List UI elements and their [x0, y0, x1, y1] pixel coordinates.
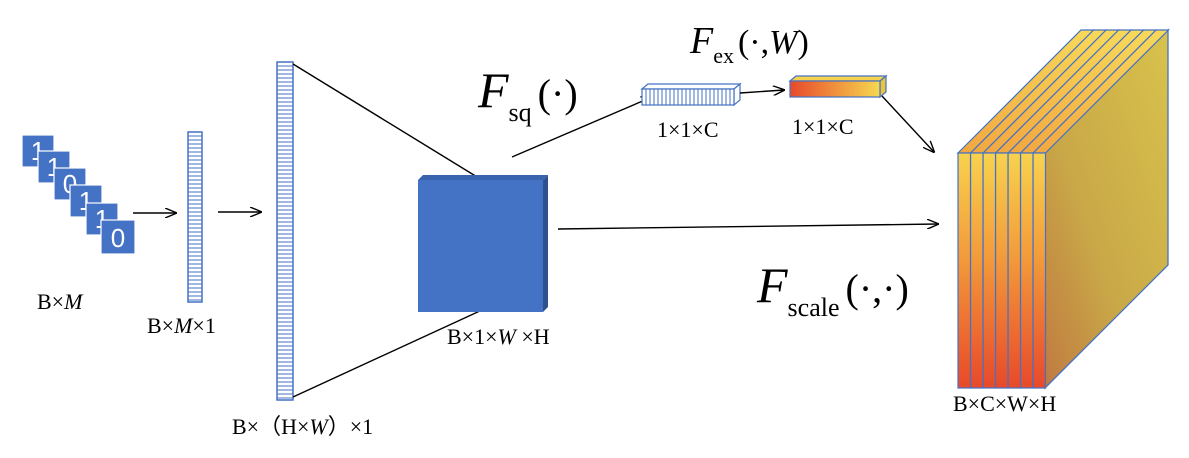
- arrow-excitation: [739, 90, 784, 93]
- reshape-vector-label: B×（H×W）×1: [232, 414, 373, 439]
- output-slice: [982, 152, 997, 389]
- reshape-vector: [276, 61, 294, 401]
- output-slice: [969, 152, 984, 389]
- squeeze-function-label: Fsq(·): [477, 62, 578, 127]
- input-bit: 0: [111, 223, 125, 253]
- input-tile-stack: 1 1 0 1 1 0: [21, 134, 136, 255]
- scale-function-label: Fscale(·,·): [756, 257, 909, 322]
- input-tile: 1: [69, 184, 103, 218]
- embedding-vector: [187, 131, 203, 303]
- embedding-vector-label: B×M×1: [147, 313, 216, 338]
- output-label: B×C×W×H: [953, 391, 1056, 416]
- arrow-squeeze: [511, 97, 652, 158]
- output-slice: [1019, 152, 1034, 389]
- output-slice: [994, 152, 1009, 389]
- output-feature-stack: [956, 28, 1170, 390]
- output-slice: [1032, 152, 1047, 389]
- reshape-line-top: [292, 63, 483, 181]
- output-slice: [1007, 152, 1022, 389]
- output-slice: [957, 152, 972, 389]
- reshape-line-bottom: [292, 309, 483, 398]
- input-tile: 0: [100, 219, 136, 255]
- excitation-vector: [788, 74, 888, 99]
- arrow-excitation-to-output: [881, 95, 934, 152]
- feature-map-label: B×1×W ×H: [447, 324, 550, 349]
- arrow-feature-to-output: [557, 224, 938, 230]
- squeeze-vector: [640, 82, 742, 107]
- excitation-function-label: Fex(·,W): [689, 20, 809, 68]
- input-label: B×M: [37, 289, 84, 314]
- excitation-vector-label: 1×1×C: [792, 114, 854, 139]
- squeeze-vector-label: 1×1×C: [657, 117, 719, 142]
- feature-map-block: [418, 175, 548, 312]
